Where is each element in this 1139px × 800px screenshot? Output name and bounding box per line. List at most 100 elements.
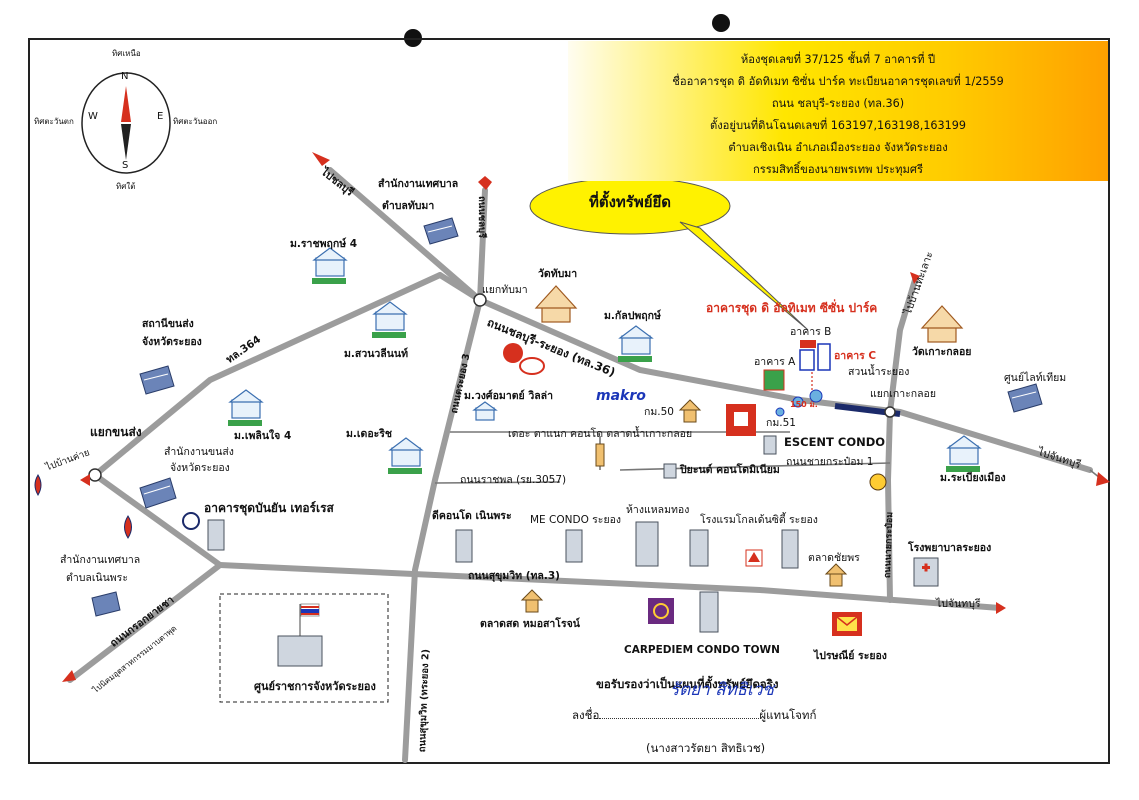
label-tambon-noenphra-2: ตำบลเนินพระ <box>66 572 128 584</box>
label-makro: makro <box>596 388 646 404</box>
waterpark-icon <box>809 389 823 403</box>
pin-icon <box>792 396 804 408</box>
temple-icons <box>534 285 964 343</box>
label-tambon-noenphra-1: สำนักงานเทศบาล <box>60 554 141 566</box>
road-rim <box>884 409 893 603</box>
tower-piyon-icon <box>663 463 677 479</box>
callout-pointer <box>679 221 809 331</box>
label-yaek-thapma: แยกทับมา <box>482 284 528 296</box>
house-pienmuang-icon <box>946 435 982 472</box>
arrow-bangkok-icon <box>62 670 76 682</box>
ptt-logo-icon <box>869 473 887 491</box>
tower-mecondo-icon <box>565 529 583 563</box>
label-transport-office-2: จังหวัดระยอง <box>170 462 230 474</box>
label-suanwali: ม.สวนวลีนนท์ <box>344 348 408 360</box>
sign-row: ลงชื่อ ผู้แทนโจทก์ <box>572 706 816 725</box>
label-ratchaphruk: ม.ราชพฤกษ์ 4 <box>290 238 358 250</box>
house-suanwali-icon <box>372 301 408 338</box>
office-center-icon <box>1007 383 1043 413</box>
gov-building-icon <box>277 603 323 667</box>
label-yaek-khonsong: แยกขนส่ง <box>90 425 142 439</box>
honda-logo-icon <box>503 343 523 363</box>
arrow-talak-icon <box>910 272 920 284</box>
tower-laemthong-icon <box>635 521 659 567</box>
label-suan-nam: สวนน้ำระยอง <box>848 366 910 378</box>
label-therich: ม.เดอะริช <box>346 428 393 440</box>
house-ploenjai-icon <box>228 389 264 426</box>
market-mor-icon <box>520 589 544 613</box>
label-dcondo: ดีคอนโด เนินพระ <box>432 510 512 522</box>
label-me-condo: ME CONDO ระยอง <box>530 514 622 526</box>
gas-khai-icon <box>34 474 42 496</box>
compass-west-label: ทิศตะวันตก <box>34 117 74 126</box>
compass-n-letter: N <box>121 71 129 82</box>
market-icons <box>520 399 848 613</box>
signature: รัตยา สิทธิเวช <box>670 680 774 700</box>
market-piyon-icon <box>595 443 605 467</box>
label-ploenjai: ม.เพลินใจ 4 <box>234 430 292 442</box>
punch-hole-right <box>712 14 730 32</box>
label-kalpaphruk: ม.กัลปพฤกษ์ <box>604 310 661 322</box>
road-rayong-3 <box>402 297 483 763</box>
info-line-4: ตั้งอยู่บนที่ดินโฉนดเลขที่ 163197,163198… <box>709 119 967 132</box>
temple-thapma-icon <box>534 285 578 323</box>
label-km50: กม.50 <box>644 406 674 418</box>
hospital-icon <box>913 557 939 587</box>
callout-label: ที่ตั้งทรัพย์ยึด <box>588 193 672 211</box>
label-talat-mor: ตลาดสด หมอสาโรจน์ <box>480 618 580 630</box>
info-line-2: ชื่ออาคารชุด ดิ อัดทิเมท ซิซั่น ปาร์ค ทะ… <box>672 75 1004 88</box>
tower-banyan-icon <box>207 519 225 551</box>
label-carpediem: CARPEDIEM CONDO TOWN <box>624 644 780 656</box>
compass-south-label: ทิศใต้ <box>116 182 136 191</box>
compass-rose <box>81 72 171 174</box>
tower-carpediem-icon <box>699 591 719 633</box>
label-building-c: อาคาร C <box>834 350 877 362</box>
label-wongsomat: ม.วงศ์อมาตย์ วิลล่า <box>464 390 554 402</box>
carpediem-logo-icon <box>648 598 674 624</box>
label-distance: 150 ม. <box>790 400 818 409</box>
building-c-icon <box>817 343 831 371</box>
label-to-chan-bot: ไปจันทบุรี <box>936 598 981 610</box>
label-building-a: อาคาร A <box>754 356 796 368</box>
junction-khonsong <box>88 468 102 482</box>
junction-thapma <box>473 293 487 307</box>
bank-logo-icon <box>745 549 763 567</box>
label-tower-condo: อาคารชุดบันยัน เทอร์เรส <box>204 501 334 515</box>
compass-s-letter: S <box>122 160 129 171</box>
info-line-3: ถนน ชลบุรี-ระยอง (ทล.36) <box>771 97 905 110</box>
label-chaiyaphon: ตลาดชัยพร <box>808 552 860 564</box>
label-piyon: ปิยะนต์ คอนโดมิเนียม <box>680 464 780 476</box>
info-line-1: ห้องชุดเลขที่ 37/125 ชั้นที่ 7 อาคารที่ … <box>740 53 936 66</box>
office-noenphra-icon <box>91 591 121 617</box>
label-ratchaphon-road: ถนนราชพล (รย.3057) <box>460 474 567 486</box>
road-364 <box>92 272 443 478</box>
label-center-light: ศูนย์ไลท์เทียม <box>1004 372 1067 384</box>
label-tambon-office: สำนักงานเทศบาล <box>378 178 459 190</box>
road-khonsong-south <box>92 472 223 568</box>
label-tambon-name: ตำบลทับมา <box>382 200 435 212</box>
label-hotel: โรงแรมโกลเด้นซิตี้ ระยอง <box>700 514 818 526</box>
house-therich-icon <box>388 437 424 474</box>
direction-arrows <box>62 152 1110 682</box>
road-to-talak <box>887 277 918 415</box>
arrow-chonburi-icon <box>312 152 330 166</box>
office-thapma-icon <box>423 217 459 245</box>
tower-icons <box>207 435 799 633</box>
sign-suffix: ผู้แทนโจทก์ <box>759 708 817 722</box>
label-transport-office-1: สำนักงานขนส่ง <box>164 446 234 458</box>
subject-condo <box>763 340 831 417</box>
label-escent: ESCENT CONDO <box>784 435 886 449</box>
tower-escent-icon <box>763 435 777 455</box>
arrow-north-icon <box>478 176 492 190</box>
label-pien-muang: ม.ระเบียงเมือง <box>940 472 1006 484</box>
toyota-logo-icon <box>519 357 545 375</box>
arrow-chan-bot-icon <box>996 602 1006 614</box>
road-bypass <box>67 562 223 683</box>
arrow-khai-left-icon <box>80 474 90 486</box>
label-post: ไปรษณีย์ ระยอง <box>814 650 887 662</box>
road-to-chonburi <box>327 167 483 303</box>
sign-prefix: ลงชื่อ <box>572 708 600 722</box>
map-thumbnail-icon <box>763 369 785 391</box>
gov-center-box <box>219 593 389 703</box>
